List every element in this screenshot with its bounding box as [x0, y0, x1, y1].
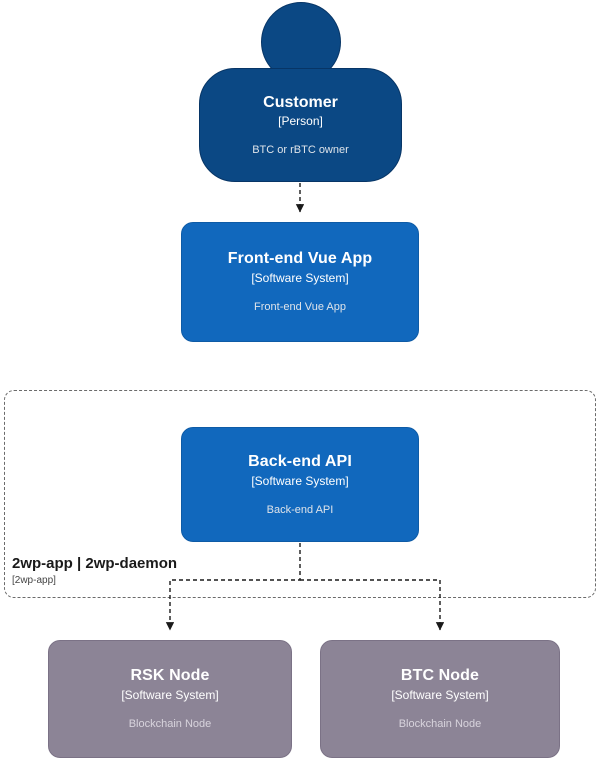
node-title: Back-end API [248, 452, 352, 470]
node-description: Front-end Vue App [254, 301, 346, 313]
node-rsk-node[interactable]: RSK Node [Software System] Blockchain No… [48, 640, 292, 758]
node-tech: [Software System] [251, 271, 349, 285]
node-tech: [Person] [278, 113, 323, 128]
node-title: Customer [263, 93, 338, 111]
person-body: Customer [Person] BTC or rBTC owner [199, 68, 402, 182]
node-title: BTC Node [400, 667, 480, 684]
node-customer[interactable]: Customer [Person] BTC or rBTC owner [199, 2, 402, 182]
node-tech: [Software System] [121, 688, 219, 702]
node-description: BTC or rBTC owner [252, 143, 349, 156]
node-btc-node[interactable]: BTC Node [Software System] Blockchain No… [320, 640, 560, 758]
boundary-2wp-app-label: 2wp-app | 2wp-daemon [2wp-app] [12, 554, 177, 588]
boundary-title: 2wp-app | 2wp-daemon [12, 555, 178, 572]
boundary-tech: [2wp-app] [12, 575, 56, 586]
node-title: RSK Node [130, 667, 210, 684]
node-tech: [Software System] [251, 473, 349, 488]
node-description: Blockchain Node [128, 718, 212, 730]
node-title: Front-end Vue App [227, 250, 373, 267]
node-description: Blockchain Node [398, 718, 482, 730]
node-backend-api[interactable]: Back-end API [Software System] Back-end … [181, 427, 419, 542]
node-description: Back-end API [266, 503, 334, 516]
node-tech: [Software System] [391, 688, 489, 702]
node-frontend-vue-app[interactable]: Front-end Vue App [Software System] Fron… [181, 222, 419, 342]
